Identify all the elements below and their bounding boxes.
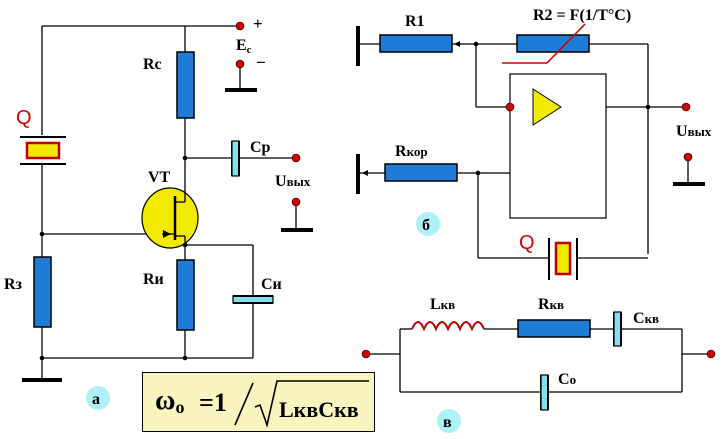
resistor-rkv: [517, 319, 591, 338]
amp-input-terminal: [505, 102, 515, 112]
output-ground-terminal-a: [291, 197, 301, 207]
resistor-rkv-label: Rкв: [538, 296, 564, 313]
resistor-r1: [379, 34, 453, 53]
gate-resistor-label: Rз: [4, 276, 23, 293]
right-terminal-c: [706, 349, 716, 359]
capacitor-c0: [540, 374, 549, 411]
inductor-label: Lкв: [430, 296, 455, 313]
source-capacitor: [232, 295, 274, 304]
supply-plus-sign: +: [253, 14, 263, 33]
formula-equals-one: =1: [199, 388, 227, 417]
output-label-b: Uвых: [676, 123, 712, 140]
output-terminal-b: [681, 102, 691, 112]
formula-omega: ωо: [155, 385, 184, 417]
supply-label: Ec: [236, 37, 252, 56]
drain-resistor: [176, 51, 195, 119]
crystal-resonator-b: [554, 241, 572, 276]
capacitor-ckv: [613, 311, 622, 347]
correction-resistor: [384, 163, 458, 182]
output-ground-terminal-b: [683, 152, 693, 162]
source-cap-label: Cи: [261, 276, 282, 293]
op-amp-triangle: [532, 88, 562, 126]
transistor-vt: [141, 187, 199, 249]
inductor-lkv: [411, 321, 485, 332]
svg-text:в: в: [443, 414, 452, 431]
capacitor-c0-label: Cо: [558, 371, 576, 388]
supply-minus-sign: −: [256, 53, 266, 72]
panel-c-crystal-equivalent: Lкв Rкв Cкв Cо в: [361, 296, 716, 433]
output-label-a: Uвых: [275, 173, 311, 190]
formula-denominator: LквCкв: [279, 397, 359, 422]
capacitor-ckv-label: Cкв: [633, 310, 659, 327]
crystal-label-b: Q: [519, 232, 535, 254]
left-terminal-c: [361, 349, 371, 359]
resistor-r1-label: R1: [405, 13, 425, 30]
panel-a-transistor-oscillator: + Ec − Rc Cp Uвых Q VT: [4, 14, 313, 410]
panel-b-badge: [416, 212, 440, 236]
supply-terminal: [235, 21, 245, 31]
amplifier-block: [509, 73, 607, 219]
thermistor-r2-label: R2 = F(1/T°C): [533, 7, 631, 24]
crystal-resonator-a: [25, 141, 61, 160]
panel-c-badge: [437, 409, 461, 433]
source-resistor: [176, 259, 195, 331]
supply-minus-terminal: [235, 59, 245, 69]
source-resistor-label: Rи: [143, 271, 164, 288]
correction-resistor-label: Rкор: [395, 143, 428, 160]
panel-b-thermal-compensation: R1 R2 = F(1/T°C) Uвых Rкор: [356, 7, 712, 280]
transistor-label: VT: [148, 169, 171, 186]
coupling-cap-label: Cp: [250, 139, 271, 156]
crystal-label-a: Q: [16, 107, 32, 129]
coupling-capacitor: [231, 140, 240, 177]
output-terminal-a: [291, 153, 301, 163]
resonance-formula: ωо =1 LквCкв: [142, 372, 375, 432]
svg-text:б: б: [422, 217, 430, 234]
drain-resistor-label: Rc: [143, 56, 162, 73]
svg-text:а: а: [92, 391, 100, 408]
panel-a-badge: [86, 386, 110, 410]
thermistor-r2: [516, 34, 590, 53]
gate-resistor: [33, 256, 52, 328]
